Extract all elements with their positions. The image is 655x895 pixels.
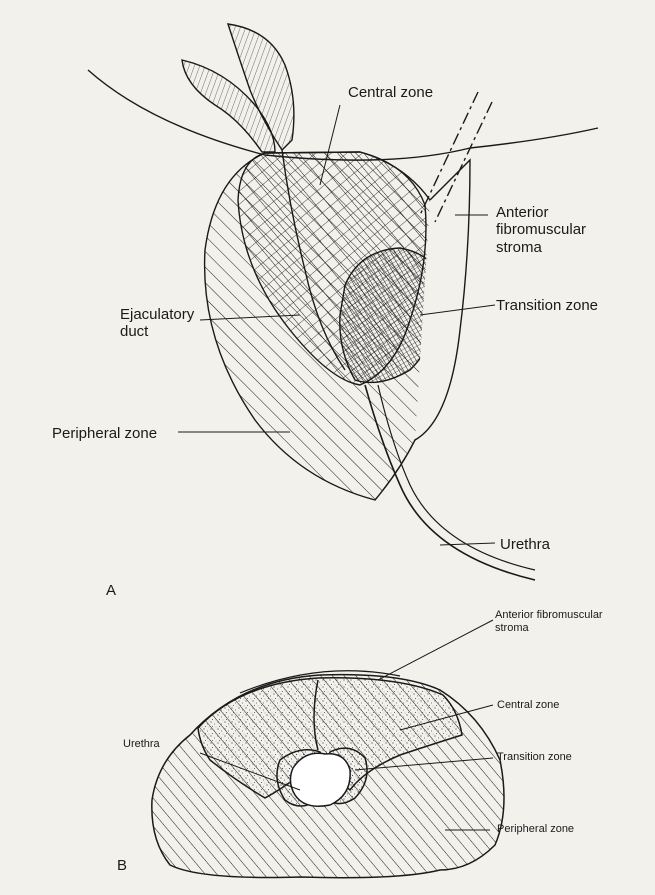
label-b-anterior-stroma: Anterior fibromuscular stroma [495,609,603,634]
label-b-central-zone: Central zone [497,699,559,712]
label-b-peripheral-zone: Peripheral zone [497,823,574,836]
label-a-transition-zone: Transition zone [496,297,598,314]
label-a-peripheral-zone: Peripheral zone [52,425,157,442]
panel-label-b: B [117,857,127,874]
label-a-urethra: Urethra [500,536,550,553]
label-b-transition-zone: Transition zone [497,751,572,764]
label-b-urethra: Urethra [123,738,160,751]
label-a-ejaculatory-duct-line2: duct [120,323,194,340]
label-a-central-zone: Central zone [348,84,433,101]
label-b-anterior-stroma-line1: Anterior fibromuscular [495,609,603,622]
label-a-anterior-stroma-line2: fibromuscular [496,221,586,238]
label-a-ejaculatory-duct: Ejaculatory duct [120,306,194,341]
urethra-opening [290,753,350,806]
label-b-anterior-stroma-line2: stroma [495,622,603,635]
label-a-anterior-stroma: Anterior fibromuscular stroma [496,204,586,256]
label-a-anterior-stroma-line1: Anterior [496,204,586,221]
label-a-anterior-stroma-line3: stroma [496,239,586,256]
panel-label-a: A [106,582,116,599]
label-a-ejaculatory-duct-line1: Ejaculatory [120,306,194,323]
leader-b-anterior-stroma [378,620,493,680]
figure-b-drawing [152,620,504,878]
